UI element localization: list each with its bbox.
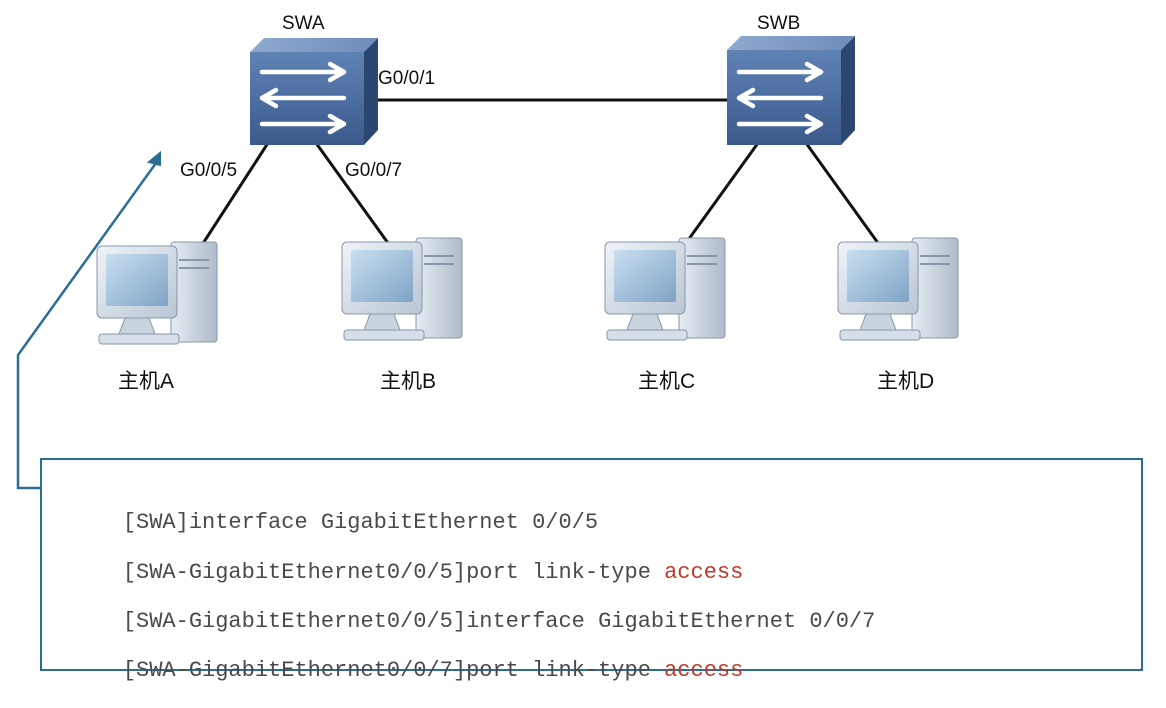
link-swa-host-a bbox=[198, 142, 270, 249]
command-text: [SWA-GigabitEthernet0/0/7]port link-type bbox=[122, 658, 665, 683]
host-label-a: 主机A bbox=[118, 370, 174, 393]
callout-arrow bbox=[16, 162, 158, 490]
switch-swb bbox=[727, 36, 855, 145]
command-text: [SWA]interface GigabitEthernet 0/0/5 bbox=[122, 510, 599, 535]
host-d-computer-icon bbox=[837, 237, 959, 341]
command-line-1: [SWA]interface GigabitEthernet 0/0/5 bbox=[70, 485, 598, 560]
host-label-c: 主机C bbox=[638, 370, 695, 393]
command-text: [SWA-GigabitEthernet0/0/5]port link-type bbox=[122, 560, 665, 585]
switch-label-swb: SWB bbox=[757, 13, 800, 34]
host-b-computer-icon bbox=[341, 237, 463, 341]
port-label-g001: G0/0/1 bbox=[378, 68, 435, 89]
topology-diagram: SWA SWB G0/0/1 G0/0/5 G0/0/7 bbox=[16, 13, 959, 490]
command-line-4: [SWA-GigabitEthernet0/0/7]port link-type… bbox=[70, 633, 744, 708]
link-swb-host-c bbox=[684, 142, 760, 244]
command-line-3: [SWA-GigabitEthernet0/0/5]interface Giga… bbox=[70, 584, 876, 659]
command-line-2: [SWA-GigabitEthernet0/0/5]port link-type… bbox=[70, 535, 744, 610]
command-box: [SWA]interface GigabitEthernet 0/0/5 [SW… bbox=[40, 458, 1143, 683]
switch-label-swa: SWA bbox=[282, 13, 325, 34]
callout-arrowhead bbox=[146, 150, 161, 167]
host-label-b: 主机B bbox=[380, 370, 436, 393]
host-a-computer-icon bbox=[96, 241, 218, 345]
port-label-g007: G0/0/7 bbox=[345, 160, 402, 181]
command-keyword: access bbox=[664, 560, 744, 585]
command-text: [SWA-GigabitEthernet0/0/5]interface Giga… bbox=[122, 609, 876, 634]
switch-arrows-icon bbox=[259, 61, 347, 135]
host-label-d: 主机D bbox=[877, 370, 934, 393]
port-label-g005: G0/0/5 bbox=[180, 160, 237, 181]
switch-arrows-icon bbox=[736, 61, 824, 135]
link-swb-host-d bbox=[804, 142, 880, 244]
command-keyword: access bbox=[664, 658, 744, 683]
link-swa-host-b bbox=[314, 142, 390, 244]
switch-swa bbox=[250, 38, 378, 145]
host-c-computer-icon bbox=[604, 237, 726, 341]
